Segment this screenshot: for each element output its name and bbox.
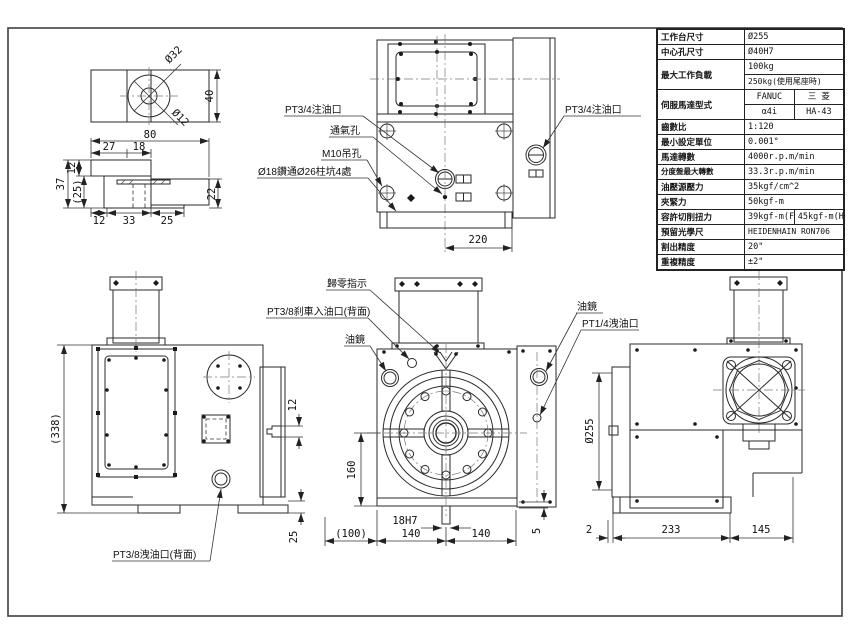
- spec-value: 0.001°: [744, 134, 845, 150]
- cover-bolt-dots: [105, 356, 168, 469]
- spec-label: 預留光學尺: [656, 224, 745, 240]
- dim-dia32: Ø32: [163, 44, 185, 66]
- spec-label: 夾緊力: [656, 194, 745, 210]
- table-row: 油壓源壓力 35kgf/cm^2: [656, 179, 845, 195]
- label-counterbore-holes: Ø18鑽通Ø26柱坑4處: [258, 165, 351, 178]
- dim-140b: 140: [472, 528, 491, 540]
- spec-label: 馬達轉數: [656, 149, 745, 165]
- spec-label: 最小設定單位: [656, 134, 745, 150]
- faceplate-t-slots: [383, 370, 509, 496]
- dim-233: 233: [662, 524, 681, 536]
- label-brake-oil-inlet: PT3/8刹車入油口(背面): [267, 305, 370, 318]
- label-drain-right: PT1/4洩油口: [582, 317, 639, 330]
- spec-label: 容許切削扭力: [656, 209, 745, 225]
- spec-table: 工作台尺寸 Ø255 中心孔尺寸 Ø40H7 最大工作負載 100kg 250k…: [656, 28, 845, 271]
- spec-value: FANUC: [744, 89, 795, 105]
- table-row: 中心孔尺寸 Ø40H7: [656, 44, 845, 60]
- label-oil-fill-right: PT3/4注油口: [565, 103, 622, 116]
- dim-145: 145: [752, 524, 771, 536]
- label-oil-sight-right: 油鏡: [577, 300, 597, 313]
- dim-338: (338): [50, 413, 62, 445]
- spec-value: Ø255: [744, 28, 845, 45]
- spec-label: 重複精度: [656, 254, 745, 271]
- machine-front-view: 160 (100) 140 140 18H7 5 歸零指示 PT3/8刹車入油口…: [266, 277, 639, 546]
- dim-25-foot: 25: [288, 531, 300, 544]
- detail-part-front-view: 80 27 18 12 37 (25) 22: [55, 129, 222, 227]
- dim-27: 27: [103, 141, 116, 153]
- label-oil-sight-left: 油鏡: [345, 333, 365, 346]
- machine-left-side-view: (338) 12 25 PT3/8洩油口(背面): [50, 271, 305, 562]
- spec-value: 45kgf-m(HEID.): [793, 209, 845, 225]
- table-row: 預留光學尺 HEIDENHAIN RON706: [656, 224, 845, 240]
- label-vent-hole: 通氣孔: [330, 124, 360, 137]
- dim-b33: 33: [123, 215, 136, 227]
- dim-dia255: Ø255: [584, 418, 596, 443]
- label-zero-indicator: 歸零指示: [327, 277, 367, 290]
- table-row: 最大工作負載 100kg: [656, 59, 845, 90]
- spec-value: 三 菱: [793, 89, 845, 105]
- detail-part-top-view: Ø32 Ø12 40: [90, 44, 221, 129]
- dim-160: 160: [346, 461, 358, 480]
- spec-value: 33.3r.p.m/min: [744, 164, 845, 180]
- spec-value: 39kgf-m(FANUC): [744, 209, 795, 225]
- spec-label: 伺服馬達型式: [656, 89, 745, 120]
- label-oil-fill-left: PT3/4注油口: [285, 103, 342, 116]
- dim-40: 40: [204, 90, 216, 103]
- spec-value: α4i: [744, 104, 795, 120]
- spec-value: HA-43: [793, 104, 845, 120]
- machine-right-side-view: Ø255 2 233 145: [584, 271, 805, 543]
- mounting-holes: [378, 122, 513, 202]
- dim-100: (100): [335, 528, 367, 540]
- dim-22: 22: [206, 188, 218, 201]
- spec-value: ±2": [744, 254, 845, 271]
- spec-label: 最大工作負載: [656, 59, 745, 90]
- dim-2: 2: [586, 524, 592, 536]
- spec-label: 割出精度: [656, 239, 745, 255]
- machine-top-view: 220 PT3/4注油口 通氣孔 M10吊孔 Ø18鑽通Ø26柱坑4處 PT3/…: [257, 34, 641, 252]
- spec-value: 4000r.p.m/min: [744, 149, 845, 165]
- cover-corner-tabs: [96, 346, 177, 479]
- table-row: 重複精度 ±2": [656, 254, 845, 271]
- dim-37: 37: [55, 178, 67, 191]
- table-row: 齒數比 1:120: [656, 119, 845, 135]
- dim-220: 220: [469, 234, 488, 246]
- spec-value: HEIDENHAIN RON706: [744, 224, 845, 240]
- dim-5: 5: [531, 528, 543, 534]
- table-row: 容許切削扭力 39kgf-m(FANUC) 45kgf-m(HEID.): [656, 209, 845, 225]
- dim-12-slot: 12: [287, 399, 299, 412]
- drawing-border: [7, 27, 843, 617]
- spec-value: 100kg: [744, 59, 845, 75]
- spec-label: 工作台尺寸: [656, 28, 745, 45]
- spec-value: Ø40H7: [744, 44, 845, 60]
- spec-value: 50kgf-m: [744, 194, 845, 210]
- label-lift-hole: M10吊孔: [322, 148, 361, 160]
- table-row: 夾緊力 50kgf-m: [656, 194, 845, 210]
- table-row: 割出精度 20": [656, 239, 845, 255]
- dim-18: 18: [133, 141, 146, 153]
- table-row: 工作台尺寸 Ø255: [656, 28, 845, 45]
- spec-label: 分度盤最大轉數: [656, 164, 745, 180]
- cover-bolts: [396, 40, 477, 116]
- body-bolt-dots: [635, 348, 798, 503]
- dim-b25: 25: [161, 215, 174, 227]
- dim-dia12: Ø12: [169, 107, 191, 129]
- spec-label: 中心孔尺寸: [656, 44, 745, 60]
- spec-value: 35kgf/cm^2: [744, 179, 845, 195]
- spec-label: 齒數比: [656, 119, 745, 135]
- dim-b12: 12: [93, 215, 106, 227]
- dim-80: 80: [144, 129, 157, 141]
- label-drain-rear: PT3/8洩油口(背面): [113, 548, 196, 561]
- spec-value: 20": [744, 239, 845, 255]
- table-row: 分度盤最大轉數 33.3r.p.m/min: [656, 164, 845, 180]
- dim-140a: 140: [402, 528, 421, 540]
- dim-18h7: 18H7: [392, 515, 417, 527]
- table-row: 最小設定單位 0.001°: [656, 134, 845, 150]
- table-row: 馬達轉數 4000r.p.m/min: [656, 149, 845, 165]
- spec-value: 250kg(使用尾座時): [744, 74, 845, 90]
- dim-25p: (25): [72, 179, 84, 204]
- table-row: 伺服馬達型式 FANUC 三 菱: [656, 89, 845, 120]
- spec-label: 油壓源壓力: [656, 179, 745, 195]
- spec-value: 1:120: [744, 119, 845, 135]
